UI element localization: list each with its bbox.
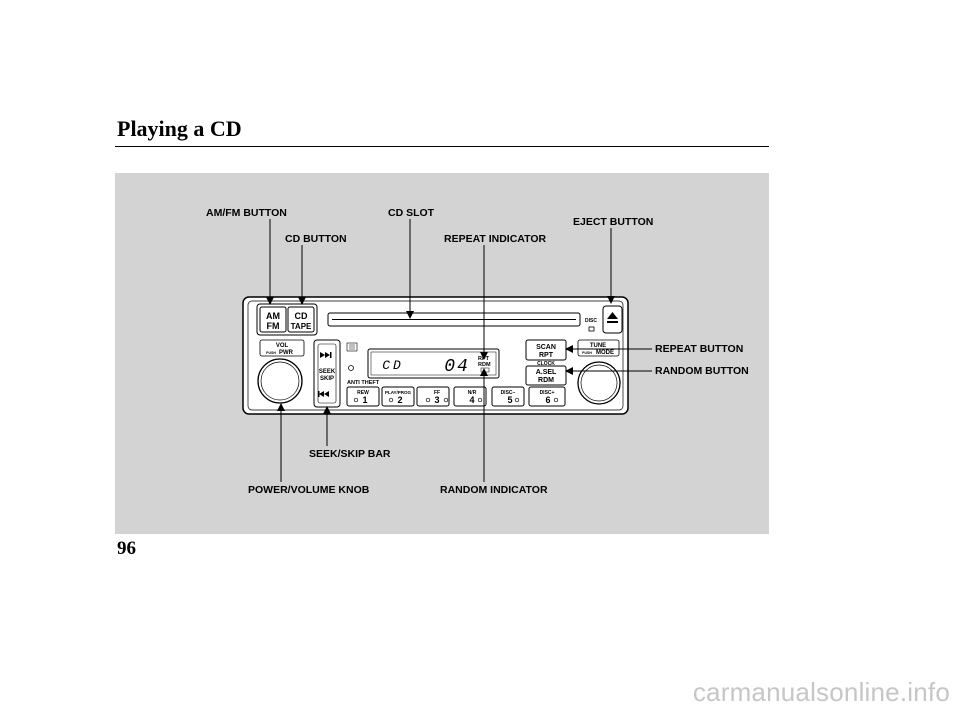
rpt-text: RPT (539, 352, 554, 359)
eject-icon (607, 312, 618, 319)
power-volume-knob[interactable] (257, 358, 303, 404)
preset-3-label: FF (434, 390, 440, 396)
tune-label-plate (577, 339, 620, 357)
leader-lines (266, 219, 652, 482)
label-repeat-button: REPEAT BUTTON (655, 343, 744, 355)
preset-5-label: DISC− (501, 390, 516, 396)
seek-text: SEEK (319, 369, 336, 375)
tune-mode-knob[interactable] (577, 361, 621, 405)
rdm-indicator: RDM (478, 362, 491, 368)
skip-back-icon (319, 391, 329, 397)
preset-button-6[interactable]: DISC+ 6 (528, 386, 566, 407)
preset-3-num: 3 (434, 395, 439, 405)
skip-forward-icon (320, 352, 330, 358)
mode-text: MODE (596, 350, 614, 356)
label-am-fm-button: AM/FM BUTTON (206, 207, 287, 219)
preset-6-label: DISC+ (540, 390, 555, 396)
tape-text: TAPE (291, 322, 312, 331)
disc-indicator (588, 326, 595, 332)
cd-tape-button[interactable] (287, 306, 315, 333)
preset-button-3[interactable]: FF 3 (416, 386, 450, 407)
preset-button-1[interactable]: REW 1 (346, 386, 380, 407)
preset-4-label: N/R (468, 390, 477, 396)
clock-text: CLOCK (537, 361, 555, 367)
anti-theft-text: ANTI THEFT (347, 380, 380, 386)
page-number: 96 (117, 538, 136, 559)
preset-4-num: 4 (469, 395, 474, 405)
lcd-display (367, 348, 500, 379)
push-text: PUSH (266, 351, 276, 355)
vol-text: VOL (276, 343, 289, 349)
dolby-icon (346, 342, 358, 352)
page-title: Playing a CD (117, 116, 242, 141)
pwr-text: PWR (279, 350, 294, 356)
label-eject-button: EJECT BUTTON (573, 216, 654, 228)
skip-text: SKIP (320, 376, 334, 382)
scan-text: SCAN (536, 344, 556, 351)
title-rule (115, 146, 769, 147)
preset-1-label: REW (357, 390, 369, 396)
push-text-2: PUSH (582, 351, 592, 355)
eject-button[interactable] (602, 305, 623, 334)
vol-label-plate (259, 339, 305, 357)
label-power-volume-knob: POWER/VOLUME KNOB (248, 484, 370, 496)
display-mode: CD (382, 358, 404, 373)
am-text: AM (266, 311, 280, 321)
label-cd-slot: CD SLOT (388, 207, 435, 219)
label-repeat-indicator: REPEAT INDICATOR (444, 233, 547, 245)
a-sel-text: A.SEL (536, 369, 557, 376)
label-random-button: RANDOM BUTTON (655, 365, 749, 377)
display-track: 04 (444, 357, 470, 377)
preset-1-num: 1 (362, 395, 367, 405)
preset-5-num: 5 (507, 395, 512, 405)
watermark: carmanualsonline.info (692, 677, 950, 707)
preset-2-label: PLAY/PROG (385, 390, 412, 395)
preset-button-5[interactable]: DISC− 5 (491, 386, 525, 407)
preset-6-num: 6 (545, 395, 550, 405)
cd-text: CD (295, 311, 308, 321)
disc-text: DISC (585, 318, 597, 324)
preset-button-4[interactable]: N/R 4 (453, 386, 487, 407)
preset-2-num: 2 (397, 395, 402, 405)
fm-text: FM (267, 321, 280, 331)
anti-theft-light (348, 365, 354, 371)
tune-text: TUNE (590, 343, 606, 349)
random-button[interactable] (525, 365, 567, 386)
am-fm-button[interactable] (259, 306, 287, 333)
rdm-text: RDM (538, 377, 554, 384)
label-random-indicator: RANDOM INDICATOR (440, 484, 548, 496)
label-seek-skip-bar: SEEK/SKIP BAR (309, 448, 391, 460)
preset-button-2[interactable]: PLAY/PROG 2 (381, 386, 415, 407)
label-cd-button: CD BUTTON (285, 233, 347, 245)
